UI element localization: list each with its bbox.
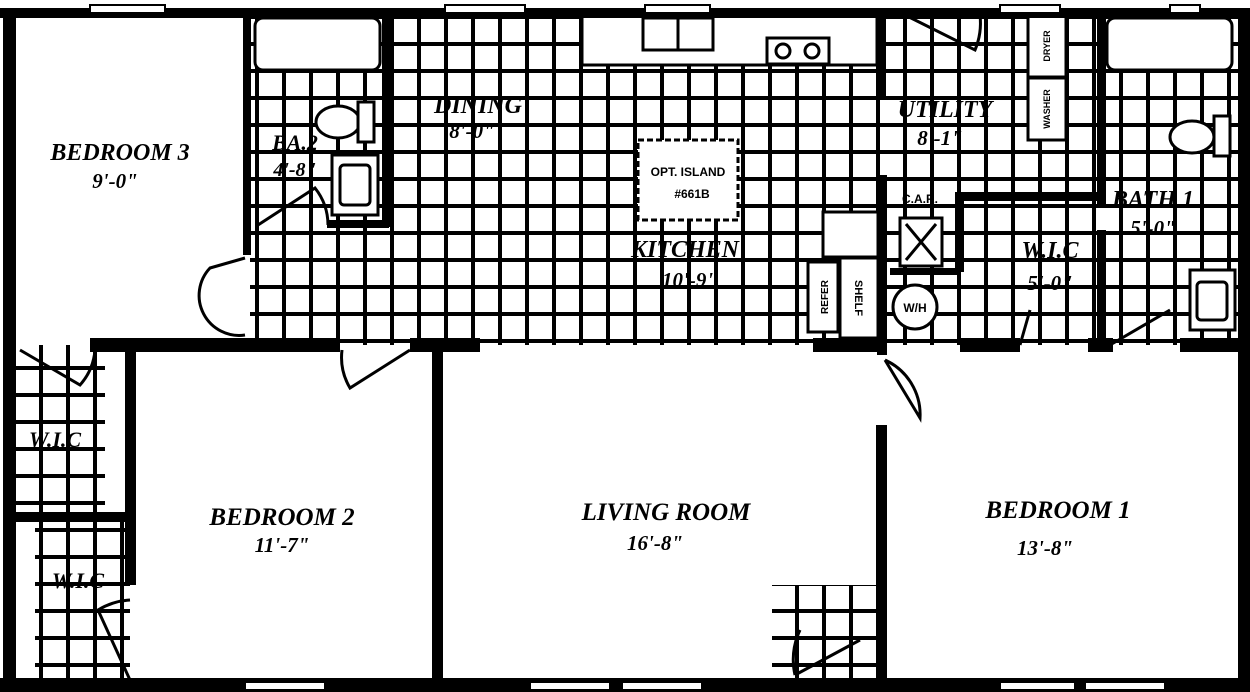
room-label-wic-upper: W.I.C [29,427,81,452]
door-bedroom2 [340,348,411,391]
fixtures [253,13,1237,340]
room-size-bedroom1: 13'-8" [1017,536,1073,560]
room-size-bedroom3: 9'-0" [92,169,138,193]
door-living [883,358,922,423]
room-size-living: 16'-8" [627,531,683,555]
bathtub-bath1 [1105,16,1234,72]
room-label-kitchen: KITCHEN [630,237,741,263]
room-size-wic-master: 5'-0" [1027,271,1073,295]
room-label-bath1: BATH 1 [1111,187,1194,213]
pantry [821,210,880,259]
room-label-bedroom1: BEDROOM 1 [984,497,1130,524]
door-entry [791,629,861,677]
door-ba2 [257,185,330,227]
washer [1026,76,1068,142]
car-label: C.A.R. [902,192,938,206]
shelf-label: SHELF [852,280,864,316]
water-heater [891,283,939,331]
room-label-wic-lower: W.I.C [52,568,104,593]
water-heater-label: W/H [903,301,926,315]
island [636,138,740,222]
door-wic-lower [96,598,132,681]
toilet-bath1 [1168,119,1216,155]
counter [580,13,879,67]
doors [19,13,1171,681]
room-label-living: LIVING ROOM [581,499,752,526]
toilet-ba2 [314,104,362,140]
island-label: OPT. ISLAND [651,165,726,179]
room-size-kitchen: 10'-9" [662,268,718,292]
island-number: #661B [674,187,710,201]
refrigerator-label: REFER [820,279,831,314]
room-size-bedroom2: 11'-7" [255,533,310,557]
room-size-bath2: 4'-8" [272,159,316,181]
room-label-bedroom3: BEDROOM 3 [49,140,189,166]
door-utility [904,13,982,53]
room-label-wic-master: W.I.C [1022,238,1080,264]
room-label-bath2: BA.2 [271,130,318,155]
bathtub-ba2 [253,16,382,72]
washer-label: WASHER [1042,89,1052,129]
door-wic-master [1018,308,1171,347]
room-size-dining: 8'-0" [449,119,495,143]
room-label-bedroom2: BEDROOM 2 [208,504,354,531]
door-wic-upper [19,348,97,387]
refrigerator [806,260,840,334]
dryer-label: DRYER [1042,30,1052,62]
room-label-utility: UTILITY [898,97,995,123]
room-size-bath1: 5'-0" [1130,216,1176,240]
room-size-utility: 8'-1" [917,126,963,150]
windows [89,4,1201,691]
room-label-dining: DINING [433,93,523,119]
door-bedroom3 [197,256,246,337]
